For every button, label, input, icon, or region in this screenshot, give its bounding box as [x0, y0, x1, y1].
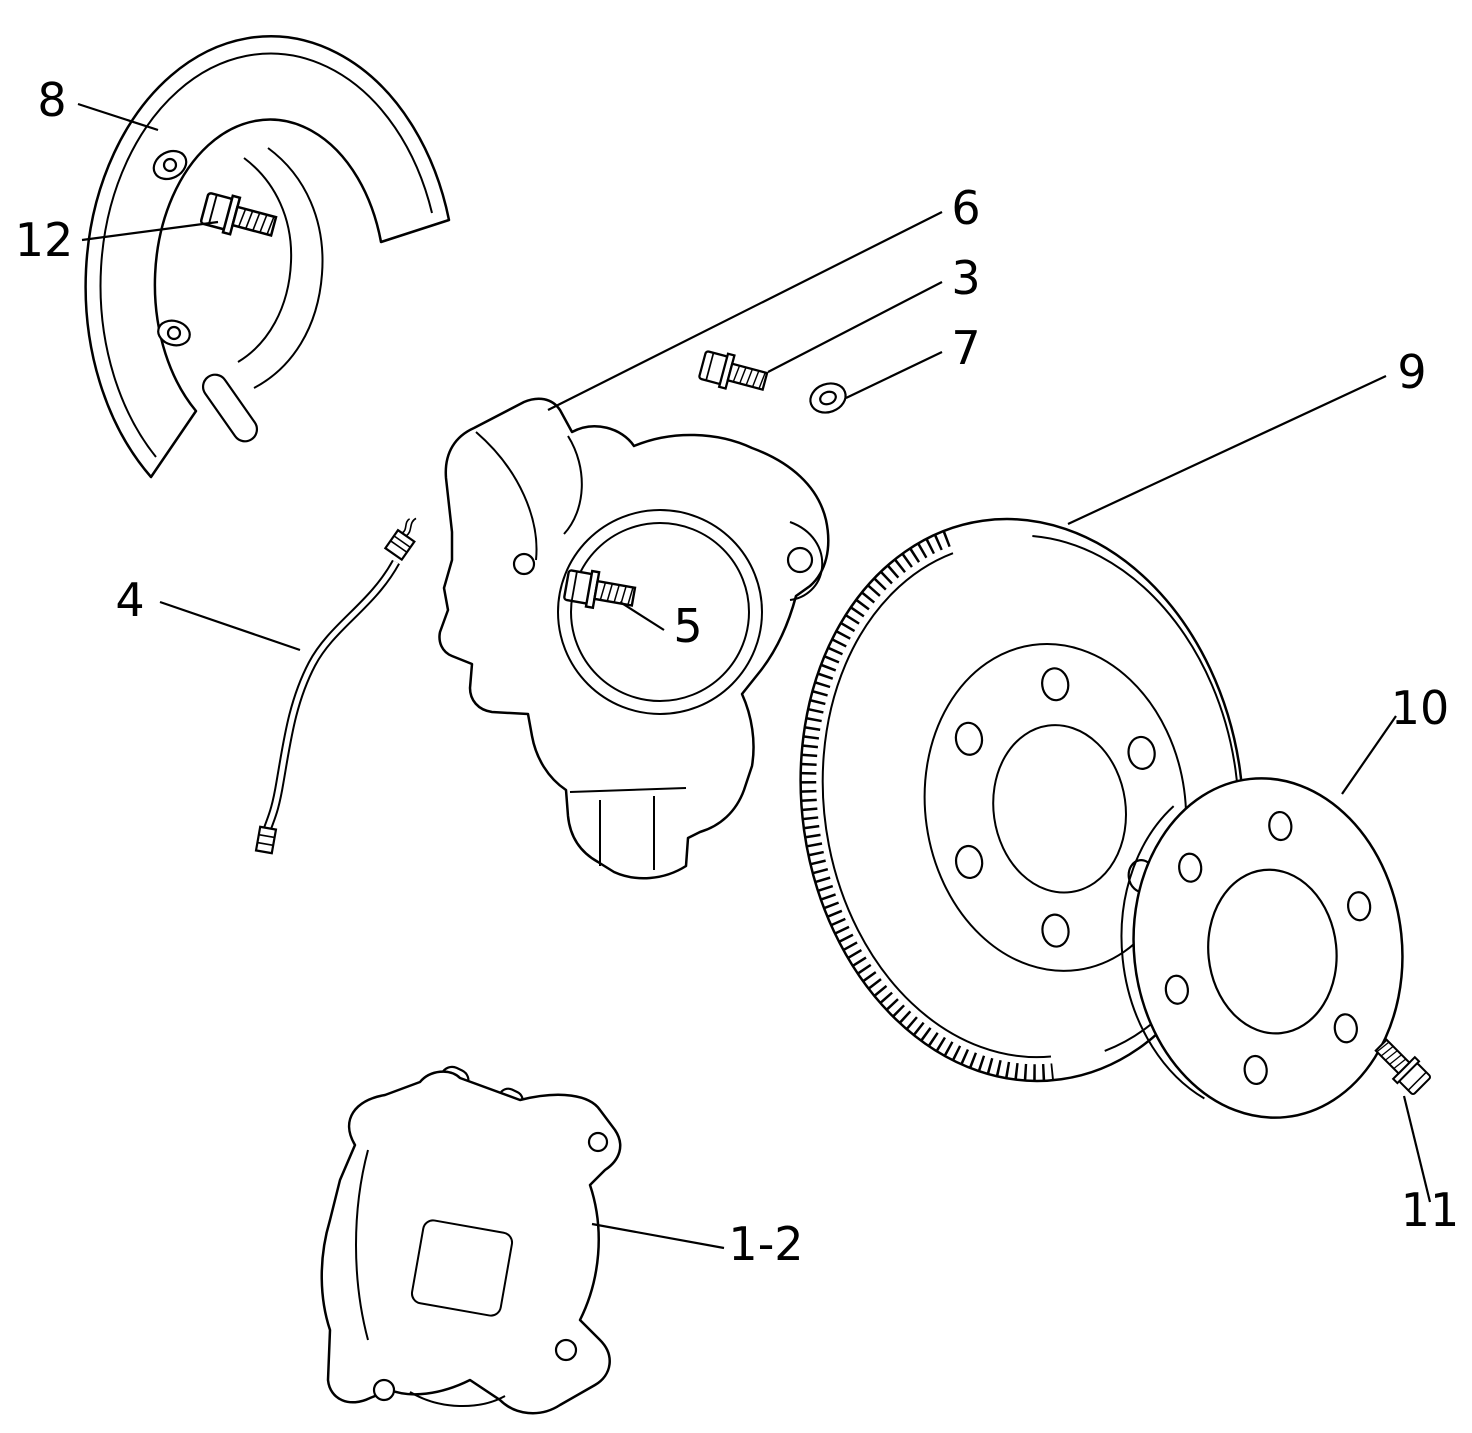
- leader-line-8: [77, 102, 159, 132]
- leader-line-10: [1341, 715, 1397, 795]
- flange-hole-6: [1333, 1013, 1358, 1044]
- disc-bolt-hole-3: [954, 721, 984, 756]
- caliper-ear-hole-right: [554, 1338, 578, 1362]
- callout-4: 4: [115, 573, 301, 652]
- flange-hole-2: [1268, 810, 1293, 842]
- splash-shield-body: [84, 35, 451, 479]
- callout-5: 5: [619, 599, 703, 653]
- bracket-opening-inner: [570, 522, 750, 702]
- hub-flange-plate: [1120, 777, 1404, 1119]
- shield-bolt: [198, 188, 280, 246]
- flange-hole-3: [1178, 852, 1203, 883]
- callout-11: 11: [1401, 1095, 1460, 1237]
- disc-bolt-hole-5: [1041, 913, 1070, 948]
- caliper-body: [320, 1070, 622, 1415]
- caliper-ear-hole-top: [587, 1131, 609, 1153]
- callout-10: 10: [1341, 681, 1450, 795]
- brake-caliper: [320, 1065, 622, 1415]
- disc-vent-hatching: [800, 531, 1054, 1081]
- callout-8: 8: [37, 73, 159, 132]
- callout-12: 12: [15, 213, 219, 267]
- brake-hose: [254, 517, 417, 855]
- hose-tube-core: [264, 560, 399, 831]
- caliper-bottom-lobe: [409, 1391, 506, 1408]
- splash-shield-tab-top-hole: [162, 157, 178, 173]
- callout-label-3[interactable]: 3: [951, 251, 980, 305]
- flange-hole-5: [1243, 1054, 1268, 1086]
- callout-label-12[interactable]: 12: [15, 213, 74, 267]
- splash-shield-slot: [201, 373, 259, 443]
- callout-1-2: 1-2: [591, 1217, 804, 1271]
- disc-bolt-hole-4: [954, 844, 984, 880]
- bracket-ear-contour: [789, 521, 824, 601]
- callout-7: 7: [845, 321, 981, 399]
- flange-hole-4: [1164, 974, 1190, 1005]
- bracket-fold-line: [475, 431, 538, 561]
- callout-label-8[interactable]: 8: [37, 73, 66, 127]
- flange-hole-1: [1346, 891, 1372, 922]
- caliper-inner-contour: [355, 1149, 369, 1341]
- disc-bolt-hole-1: [1127, 735, 1156, 770]
- leader-line-11: [1402, 1095, 1432, 1203]
- leader-line-6: [547, 211, 943, 411]
- splash-shield-arm-inner: [237, 157, 293, 363]
- splash-shield-rim-line: [99, 52, 433, 458]
- bracket-bolt-top: [696, 346, 771, 400]
- flange-center-hole: [1207, 868, 1338, 1035]
- disc-center-bore: [992, 724, 1127, 894]
- hose-top-fitting: [383, 517, 417, 562]
- splash-shield-tab-bottom-hole: [166, 325, 182, 341]
- leader-line-9: [1067, 375, 1387, 525]
- leader-line-5: [619, 601, 665, 631]
- disc-bolt-hole-2: [1041, 667, 1070, 702]
- bracket-foot-top: [569, 787, 687, 793]
- disc-band-inner-line: [821, 552, 1052, 1059]
- caliper-mounting-bracket: [438, 397, 830, 880]
- callout-6: 6: [547, 181, 981, 411]
- callout-9: 9: [1067, 345, 1427, 525]
- hose-bottom-fitting: [254, 825, 278, 855]
- bracket-ear-hole: [786, 546, 814, 574]
- callout-label-9[interactable]: 9: [1397, 345, 1426, 399]
- callouts: 8 12 6 3 7 9 4 5: [15, 73, 1460, 1271]
- callout-label-11[interactable]: 11: [1401, 1183, 1460, 1237]
- caliper-ear-hole-left: [372, 1378, 396, 1402]
- callout-label-6[interactable]: 6: [951, 181, 980, 235]
- leader-line-7: [845, 351, 943, 399]
- leader-line-12: [81, 220, 219, 242]
- washer: [809, 382, 847, 414]
- bracket-body: [438, 397, 830, 880]
- callout-label-7[interactable]: 7: [951, 321, 980, 375]
- leader-line-3: [767, 281, 943, 373]
- bracket-hole: [512, 552, 536, 576]
- leader-line-4: [159, 600, 301, 652]
- callout-3: 3: [767, 251, 981, 373]
- splash-shield-arm-outer: [253, 147, 324, 389]
- callout-label-5[interactable]: 5: [673, 599, 702, 653]
- callout-label-4[interactable]: 4: [115, 573, 144, 627]
- disc-hub-circle: [923, 643, 1188, 972]
- leader-line-1-2: [591, 1222, 725, 1250]
- bracket-opening-outer: [557, 509, 763, 715]
- bracket-prong-line: [563, 435, 583, 535]
- callout-label-10[interactable]: 10: [1391, 681, 1450, 735]
- brake-splash-shield: [84, 35, 451, 479]
- callout-label-1-2[interactable]: 1-2: [728, 1217, 803, 1271]
- flange-thickness-arc: [1120, 805, 1205, 1100]
- hose-tube-outer: [262, 559, 400, 832]
- caliper-window: [410, 1219, 514, 1317]
